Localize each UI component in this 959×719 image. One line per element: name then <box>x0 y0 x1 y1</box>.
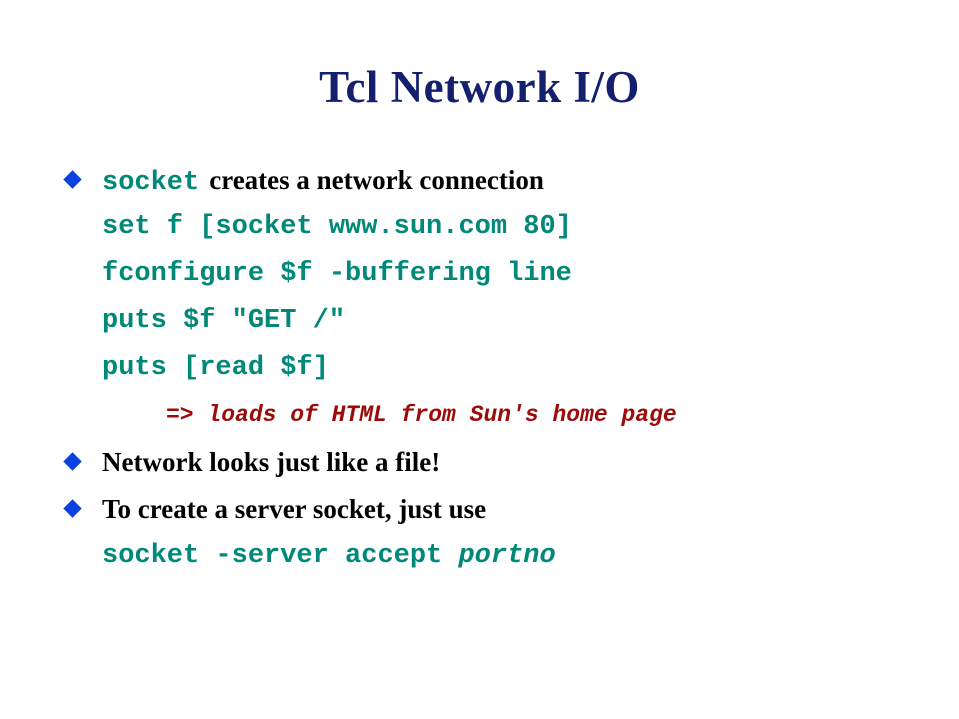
diamond-bullet-icon <box>63 170 82 189</box>
diamond-bullet-icon <box>63 452 82 471</box>
code-line-set-f: set f [socket www.sun.com 80] <box>102 212 572 242</box>
code-line: fconfigure $f -buffering line <box>58 251 948 298</box>
page-title: Tcl Network I/O <box>319 62 640 112</box>
code-line: puts [read $f] <box>58 345 948 392</box>
slide-body: socket creates a network connection set f… <box>58 157 948 580</box>
code-line: set f [socket www.sun.com 80] <box>58 204 948 251</box>
inline-code-socket: socket <box>102 168 200 198</box>
bullet-item-socket: socket creates a network connection <box>58 157 948 204</box>
code-line-socket-server: socket -server accept <box>102 541 459 571</box>
diamond-bullet-icon <box>63 499 82 518</box>
code-line-fconfigure: fconfigure $f -buffering line <box>102 259 572 289</box>
code-line: puts $f "GET /" <box>58 298 948 345</box>
bullet-item-server-socket: To create a server socket, just use <box>58 486 948 533</box>
bullet-text-socket: creates a network connection <box>209 165 544 195</box>
output-annotation-text: => loads of HTML from Sun's home page <box>166 402 677 428</box>
code-output-line: => loads of HTML from Sun's home page <box>58 392 948 439</box>
bullet-text-network-file: Network looks just like a file! <box>102 447 441 477</box>
code-placeholder-portno: portno <box>458 541 556 571</box>
bullet-item-network-file: Network looks just like a file! <box>58 439 948 486</box>
code-line-puts-read: puts [read $f] <box>102 353 329 383</box>
code-line-server: socket -server accept portno <box>58 533 948 580</box>
code-line-puts-get: puts $f "GET /" <box>102 306 346 336</box>
bullet-text-server-socket: To create a server socket, just use <box>102 494 487 524</box>
